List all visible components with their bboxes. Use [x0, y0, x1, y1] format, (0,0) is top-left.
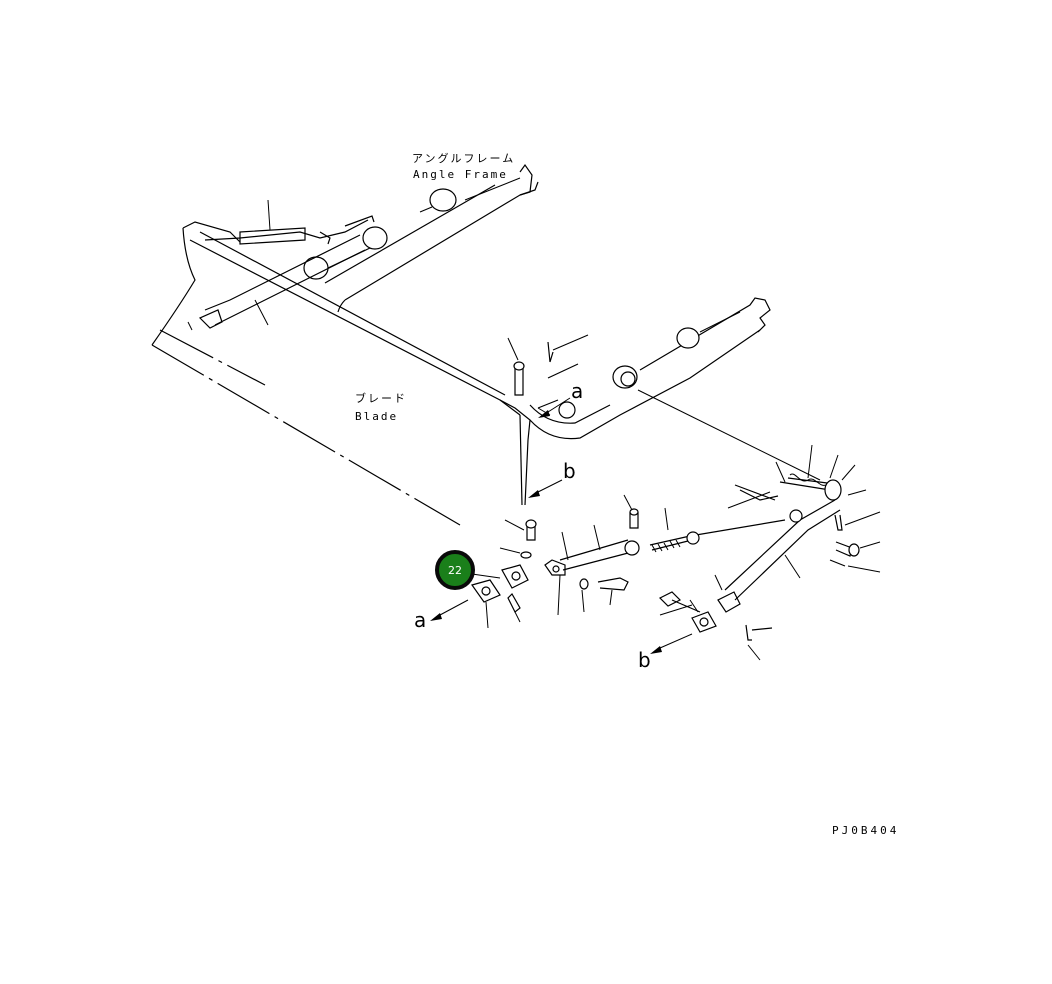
- angle-frame-label-jp: アングルフレーム: [412, 151, 515, 165]
- blade-label-jp: ブレード: [355, 391, 407, 405]
- view-a-top-label: a: [571, 379, 583, 403]
- right-cylinder: [714, 499, 841, 613]
- view-a-bottom-label: a: [414, 608, 426, 632]
- blade: [151, 221, 531, 526]
- small-hardware: [499, 494, 639, 623]
- upper-pins: [507, 334, 589, 416]
- clamp-assembly-left: [471, 564, 529, 629]
- right-frame-arm: [529, 297, 821, 481]
- callout-22-circle[interactable]: [435, 550, 475, 590]
- view-b-top-label: b: [563, 459, 576, 483]
- callout-22[interactable]: 22: [435, 550, 475, 590]
- view-arrows: [430, 397, 693, 654]
- threaded-rod: [649, 507, 786, 553]
- right-linkage: [727, 444, 867, 509]
- view-b-bottom-label: b: [638, 648, 651, 672]
- clamp-assembly-right: [658, 591, 773, 661]
- lift-arm-left: [198, 234, 366, 329]
- drawing-code: PJ0B404: [832, 824, 899, 837]
- middle-cylinder: [544, 524, 640, 616]
- callout-22-number[interactable]: 22: [448, 564, 462, 577]
- blade-label-en: Blade: [355, 410, 398, 423]
- tilt-cylinder: [204, 199, 375, 245]
- angle-frame-assembly: [303, 163, 539, 313]
- angle-frame-label-en: Angle Frame: [413, 168, 508, 181]
- far-right-pins: [829, 511, 881, 573]
